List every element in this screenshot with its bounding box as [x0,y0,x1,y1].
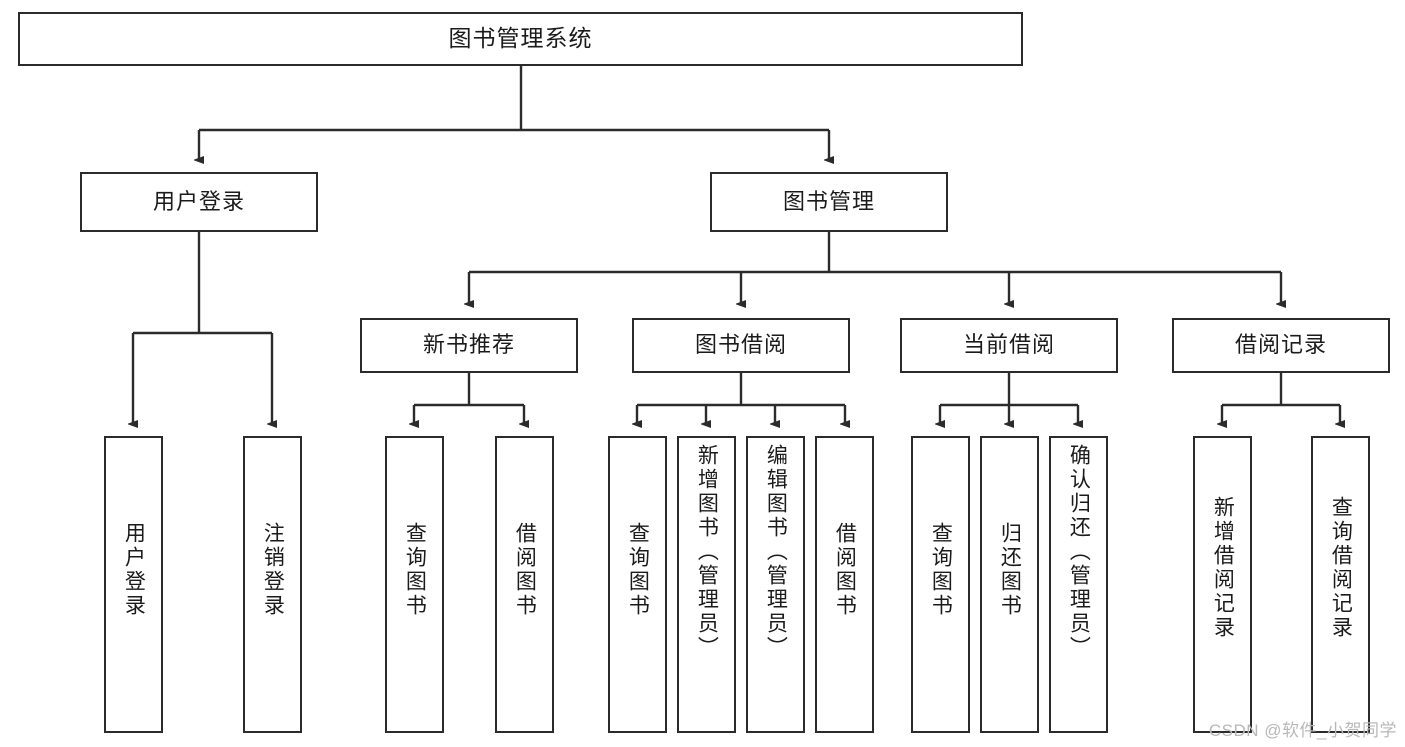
node-user-login[interactable]: 用户登录 [80,172,318,232]
leaf-borrow-record-query[interactable]: 查询借阅记录 [1311,436,1370,733]
node-label: 用户登录 [122,522,146,618]
leaf-current-borrow-confirm-return[interactable]: 确认归还（管理员） [1049,436,1108,733]
node-label: 查询图书 [403,522,427,618]
node-book-management[interactable]: 图书管理 [710,172,948,232]
node-label: 查询借阅记录 [1329,496,1353,640]
node-label: 图书借阅 [694,332,787,358]
leaf-user-login-login[interactable]: 用户登录 [104,436,163,733]
leaf-borrow-record-add[interactable]: 新增借阅记录 [1193,436,1252,733]
node-label: 归还图书 [998,522,1022,618]
node-label: 新增图书（管理员） [695,444,719,660]
leaf-book-borrow-edit[interactable]: 编辑图书（管理员） [746,436,805,733]
leaf-new-book-borrow[interactable]: 借阅图书 [495,436,554,733]
node-new-book-recommend[interactable]: 新书推荐 [360,318,578,373]
node-label: 查询图书 [626,522,650,618]
node-label: 注销登录 [261,522,285,618]
csdn-watermark: CSDN @软件_小贺同学 [1208,721,1397,740]
node-label: 借阅图书 [513,522,537,618]
node-current-borrow[interactable]: 当前借阅 [900,318,1118,373]
node-label: 新增借阅记录 [1211,496,1235,640]
node-label: 图书管理 [782,188,875,214]
node-label: 图书管理系统 [448,25,593,52]
leaf-current-borrow-query[interactable]: 查询图书 [911,436,970,733]
node-label: 借阅图书 [833,522,857,618]
leaf-book-borrow-borrow[interactable]: 借阅图书 [815,436,874,733]
node-label: 编辑图书（管理员） [764,444,788,660]
node-root-system[interactable]: 图书管理系统 [18,12,1023,66]
leaf-new-book-query[interactable]: 查询图书 [385,436,444,733]
leaf-user-login-logout[interactable]: 注销登录 [243,436,302,733]
node-label: 新书推荐 [422,332,515,358]
node-label: 用户登录 [152,188,245,214]
node-borrow-record[interactable]: 借阅记录 [1172,318,1390,373]
node-label: 查询图书 [929,522,953,618]
node-book-borrow[interactable]: 图书借阅 [632,318,850,373]
node-label: 当前借阅 [962,332,1055,358]
node-label: 借阅记录 [1234,332,1327,358]
leaf-current-borrow-return[interactable]: 归还图书 [980,436,1039,733]
node-label: 确认归还（管理员） [1067,444,1091,660]
leaf-book-borrow-query[interactable]: 查询图书 [608,436,667,733]
leaf-book-borrow-add[interactable]: 新增图书（管理员） [677,436,736,733]
